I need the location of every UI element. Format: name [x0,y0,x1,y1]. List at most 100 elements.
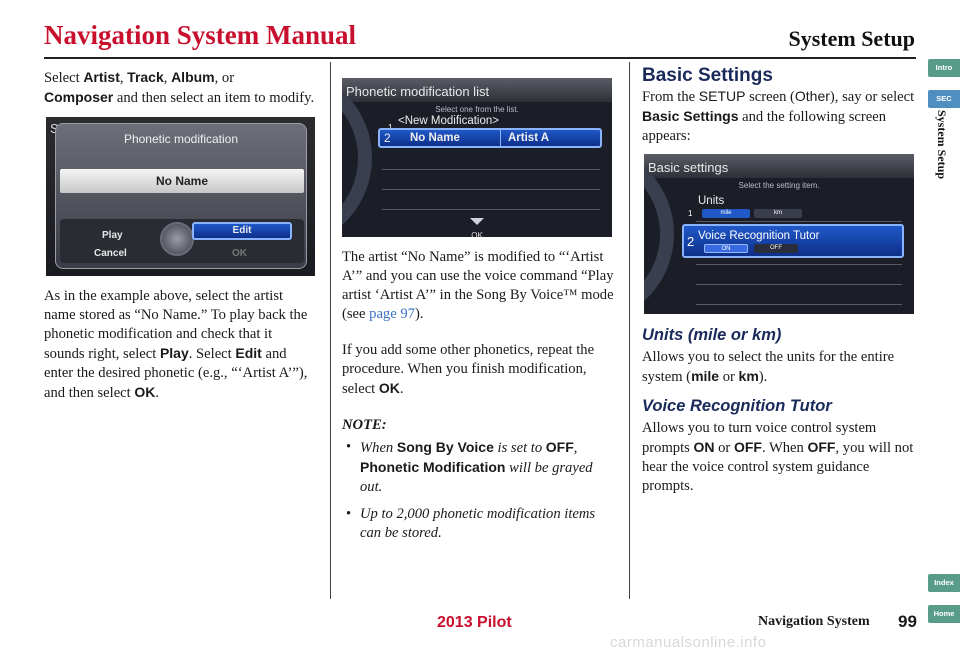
row-index: 1 [388,118,392,137]
text: will be grayed out. [360,460,593,495]
instructions-paragraph: As in the example above, select the arti… [44,287,316,403]
phonetic-modification-screen: Select an item Phonetic modification No … [46,117,315,276]
off-label: OFF [545,439,574,455]
artist-name-field[interactable]: No Name [60,169,304,193]
song-by-voice-label: Song By Voice [396,439,494,455]
text: . [155,385,160,401]
text: ). [414,306,424,322]
intro-tab[interactable]: Intro [928,59,960,77]
model-year-label: 2013 Pilot [437,614,512,631]
units-row[interactable]: Units mile km [696,190,902,222]
note-label: NOTE: [342,417,387,433]
column-divider-2 [629,62,630,599]
list-item[interactable] [382,190,600,210]
phonetic-modification-list-screen: Phonetic modification list Select one fr… [342,78,612,237]
km-option[interactable]: km [754,209,802,218]
km-label: km [738,368,759,384]
mile-option[interactable]: mile [702,209,750,218]
column-3: Basic Settings From the SETUP screen (Ot… [642,66,918,496]
text: . When [761,440,808,456]
cancel-button[interactable]: Cancel [94,248,127,259]
section-title: System Setup [788,26,915,51]
ok-button[interactable]: OK [232,248,247,259]
text: . [399,381,404,397]
on-option[interactable]: ON [704,244,748,253]
artist-label: Artist [83,69,120,85]
screen-subtitle: Select the setting item. [738,181,820,190]
voice-recognition-tutor-heading: Voice Recognition Tutor [642,397,832,415]
off-option[interactable]: OFF [754,244,798,253]
phonetic-modification-dialog: Phonetic modification No Name Play Cance… [55,123,307,269]
text: If you add some other phonetics, repeat … [342,342,595,397]
screen-title-band [342,78,612,102]
section-tab[interactable]: SEC [928,90,960,108]
text: ). [758,369,768,385]
text: is set to [493,440,546,456]
text: As in the example above, select the arti… [44,288,308,362]
text: . Select [188,346,236,362]
on-label: ON [693,439,715,455]
interface-dial-icon [160,222,194,256]
composer-label: Composer [44,89,114,105]
play-label: Play [159,345,189,361]
row-index: 1 [688,209,693,218]
list-item[interactable] [382,150,600,170]
text: and the following screen appears: [642,109,886,144]
artist-original-name: No Name [410,132,460,144]
screen-title-band [644,154,914,178]
home-tab[interactable]: Home [928,605,960,623]
basic-settings-screen: Basic settings Select the setting item. … [644,154,914,314]
ok-button[interactable]: OK [471,231,483,237]
page-97-link[interactable]: page 97 [369,306,415,322]
edit-label: Edit [235,345,262,361]
scroll-down-icon[interactable] [470,218,484,225]
ok-label: OK [134,384,156,400]
mile-label: mile [691,368,720,384]
text: or [714,440,734,456]
index-tab[interactable]: Index [928,574,960,592]
play-button[interactable]: Play [102,230,123,241]
watermark: carmanualsonline.info [610,634,767,651]
column-divider-1 [330,62,331,599]
text: , or [214,70,235,86]
side-section-label: System Setup [935,110,949,180]
off-label: OFF [807,439,836,455]
text: From the [642,89,699,105]
header-divider [44,57,916,59]
column-2: Phonetic modification list Select one fr… [342,78,618,551]
artist-phonetic-name: Artist A [508,132,550,144]
modified-artist-paragraph: The artist “No Name” is modified to “‘Ar… [342,248,618,324]
text: screen ( [745,89,795,105]
screen-title: Phonetic modification list [346,84,490,99]
text: When [360,440,397,456]
basic-settings-intro: From the SETUP screen (Other), say or se… [642,87,918,146]
text: , you will not hear the voice control sy… [642,440,914,494]
text: , [119,70,128,86]
divider [696,304,902,305]
units-label: Units [698,195,725,207]
voice-recognition-tutor-row[interactable]: 2 Voice Recognition Tutor ON OFF [682,224,904,258]
screen-subtitle: Select one from the list. [435,105,519,114]
track-label: Track [127,69,164,85]
list-item[interactable] [382,170,600,190]
text: , [163,70,172,86]
voice-recognition-tutor-description: Allows you to turn voice control system … [642,419,918,496]
units-heading: Units (mile or km) [642,326,782,344]
divider [696,264,902,265]
other-label: Other [794,88,830,104]
note-bullet-1: When Song By Voice is set to OFF, Phonet… [342,438,618,497]
text: Allows you to select the units for the e… [642,349,895,385]
row-index: 2 [687,234,695,249]
off-label: OFF [733,439,762,455]
note-bullet-2: Up to 2,000 phonetic modification items … [342,505,618,543]
repeat-paragraph: If you add some other phonetics, repeat … [342,341,618,399]
voice-recognition-tutor-label: Voice Recognition Tutor [698,230,820,242]
row-index: 2 [384,131,391,145]
units-description: Allows you to select the units for the e… [642,348,918,387]
edit-button[interactable]: Edit [192,222,292,240]
list-item-selected[interactable]: 2 No Name Artist A [378,128,602,148]
text: Select [44,70,84,86]
text: ), say or select [829,89,915,105]
